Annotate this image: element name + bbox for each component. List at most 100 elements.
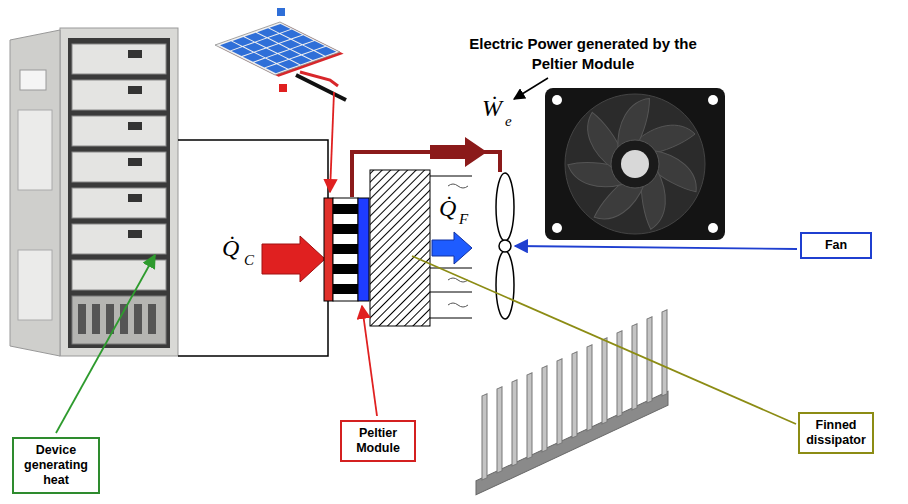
- math-symbol: Q̇: [438, 196, 457, 221]
- box-label: Finned dissipator: [804, 418, 868, 448]
- heatsink-photo: [476, 309, 668, 495]
- box-label: Device generating heat: [18, 443, 94, 488]
- leader-line: [515, 246, 797, 249]
- fin: [430, 268, 472, 269]
- fin: [430, 292, 472, 293]
- wire-black: [296, 75, 346, 100]
- leader-line: [514, 78, 548, 99]
- rack-unit: [72, 80, 166, 110]
- housing-line: [178, 140, 328, 198]
- cabinet-photo: [10, 28, 178, 356]
- heatsink-fin: [512, 380, 517, 466]
- label-holder: C: [244, 253, 254, 269]
- leader-line: [330, 92, 334, 192]
- cabinet-door: [10, 30, 60, 356]
- power-line: [352, 152, 500, 197]
- box-label: Fan: [806, 238, 866, 253]
- fan-blade-symbol: [496, 173, 514, 241]
- heatsink-fin: [482, 394, 487, 480]
- fan-photo: [545, 88, 725, 240]
- caption-label: Electric Power generated by the Peltier …: [452, 34, 714, 73]
- math-symbol: Q̇: [222, 236, 239, 261]
- fin: [430, 318, 472, 319]
- rack-unit: [72, 44, 166, 74]
- mount-hole: [552, 223, 562, 233]
- heatsink-fin: [557, 359, 562, 445]
- cabinet-body: [60, 28, 178, 356]
- mount-hole: [552, 95, 562, 105]
- door-vent: [18, 110, 52, 190]
- breaker: [92, 304, 100, 334]
- peltier-leg: [333, 244, 358, 254]
- breaker: [148, 304, 156, 334]
- peltier-core: [333, 198, 358, 301]
- fan-hub: [611, 140, 659, 188]
- callout-box: Device generating heat: [12, 437, 100, 494]
- peltier-leg: [333, 224, 358, 234]
- mount-hole: [708, 95, 718, 105]
- hot-plate: [324, 198, 333, 301]
- fin: [430, 176, 472, 177]
- breaker: [120, 304, 128, 334]
- door-vent: [18, 250, 52, 320]
- heatsink-fin: [542, 366, 547, 452]
- subscript: C: [244, 253, 254, 269]
- rack-unit: [72, 260, 166, 290]
- heatsink-fin: [602, 338, 607, 424]
- fan-frame: [545, 88, 725, 240]
- breaker: [78, 304, 86, 334]
- math-symbol: Ẇ: [482, 96, 502, 121]
- heatsink-fin: [572, 352, 577, 438]
- housing-line: [178, 300, 328, 356]
- callout-box: Finned dissipator: [798, 412, 874, 454]
- heatsink-fin: [587, 345, 592, 431]
- callout-box: Peltier Module: [340, 420, 416, 462]
- cold-plate: [358, 198, 369, 301]
- cabinet-interior: [68, 38, 170, 348]
- heatsink-fin: [632, 324, 637, 410]
- leader-line: [362, 306, 377, 416]
- heat-sink-section: [370, 170, 430, 326]
- mount-hole: [708, 223, 718, 233]
- subscript: e: [505, 114, 512, 130]
- heatsink-fin: [617, 331, 622, 417]
- door-window: [20, 70, 46, 90]
- leader-line: [56, 255, 155, 433]
- rack-unit: [72, 116, 166, 146]
- peltier-leg: [333, 204, 358, 214]
- rack-unit: [72, 152, 166, 182]
- label-holder: Q̇: [222, 236, 239, 261]
- hot-marker: [279, 84, 287, 92]
- rack-display: [128, 122, 142, 130]
- heat-in-arrow: [262, 236, 325, 282]
- rack-unit: [72, 224, 166, 254]
- label-holder: Q̇: [438, 196, 457, 221]
- heatsink-fin: [527, 373, 532, 459]
- heatsink-fin: [497, 387, 502, 473]
- fan-hub-symbol: [499, 240, 511, 252]
- heatsink-fin: [662, 310, 667, 396]
- label-holder: Ẇ: [482, 96, 502, 121]
- peltier-red-plate: [219, 24, 344, 77]
- leader-line: [412, 256, 796, 424]
- label-holder: F: [458, 212, 469, 228]
- fan-sticker: [621, 150, 649, 178]
- heat-wave: [448, 303, 468, 307]
- subscript: F: [458, 212, 469, 228]
- label-holder: Electric Power generated by the Peltier …: [452, 34, 714, 73]
- fan-blade-symbol: [496, 251, 514, 319]
- peltier-photo: [215, 8, 346, 100]
- rack-display: [128, 50, 142, 58]
- callout-box: Fan: [800, 232, 872, 259]
- power-arrow: [430, 137, 487, 167]
- label-holder: e: [505, 114, 512, 130]
- box-label: Peltier Module: [346, 426, 410, 456]
- peltier-leg: [333, 284, 358, 294]
- rack-display: [128, 86, 142, 94]
- rack-unit: [72, 188, 166, 218]
- rack-display: [128, 230, 142, 238]
- rack-display: [128, 158, 142, 166]
